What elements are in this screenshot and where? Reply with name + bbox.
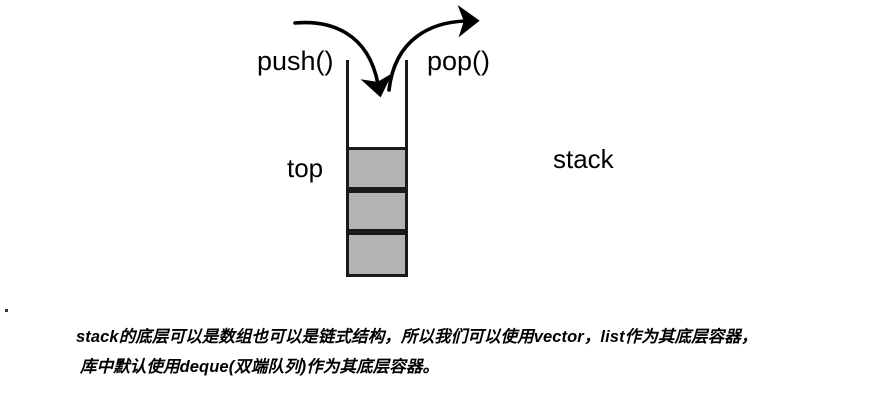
stack-cell <box>346 190 408 232</box>
top-label: top <box>287 153 324 183</box>
stack-container <box>346 60 408 277</box>
caption-line-1: stack的底层可以是数组也可以是链式结构，所以我们可以使用vector，lis… <box>76 328 758 346</box>
pop-arrow-icon <box>387 5 480 92</box>
stack-cell <box>346 232 408 277</box>
push-label: push() <box>257 46 334 76</box>
stack-label: stack <box>553 144 614 174</box>
caption-line-2: 库中默认使用deque(双端队列)作为其底层容器。 <box>80 358 440 376</box>
pop-label: pop() <box>427 46 491 76</box>
push-arrow-icon <box>293 20 393 98</box>
caption-block: stack的底层可以是数组也可以是链式结构，所以我们可以使用vector，lis… <box>0 322 877 382</box>
arrows-layer <box>293 5 480 98</box>
stack-cell <box>346 147 408 190</box>
stray-dot-mark <box>5 309 8 312</box>
